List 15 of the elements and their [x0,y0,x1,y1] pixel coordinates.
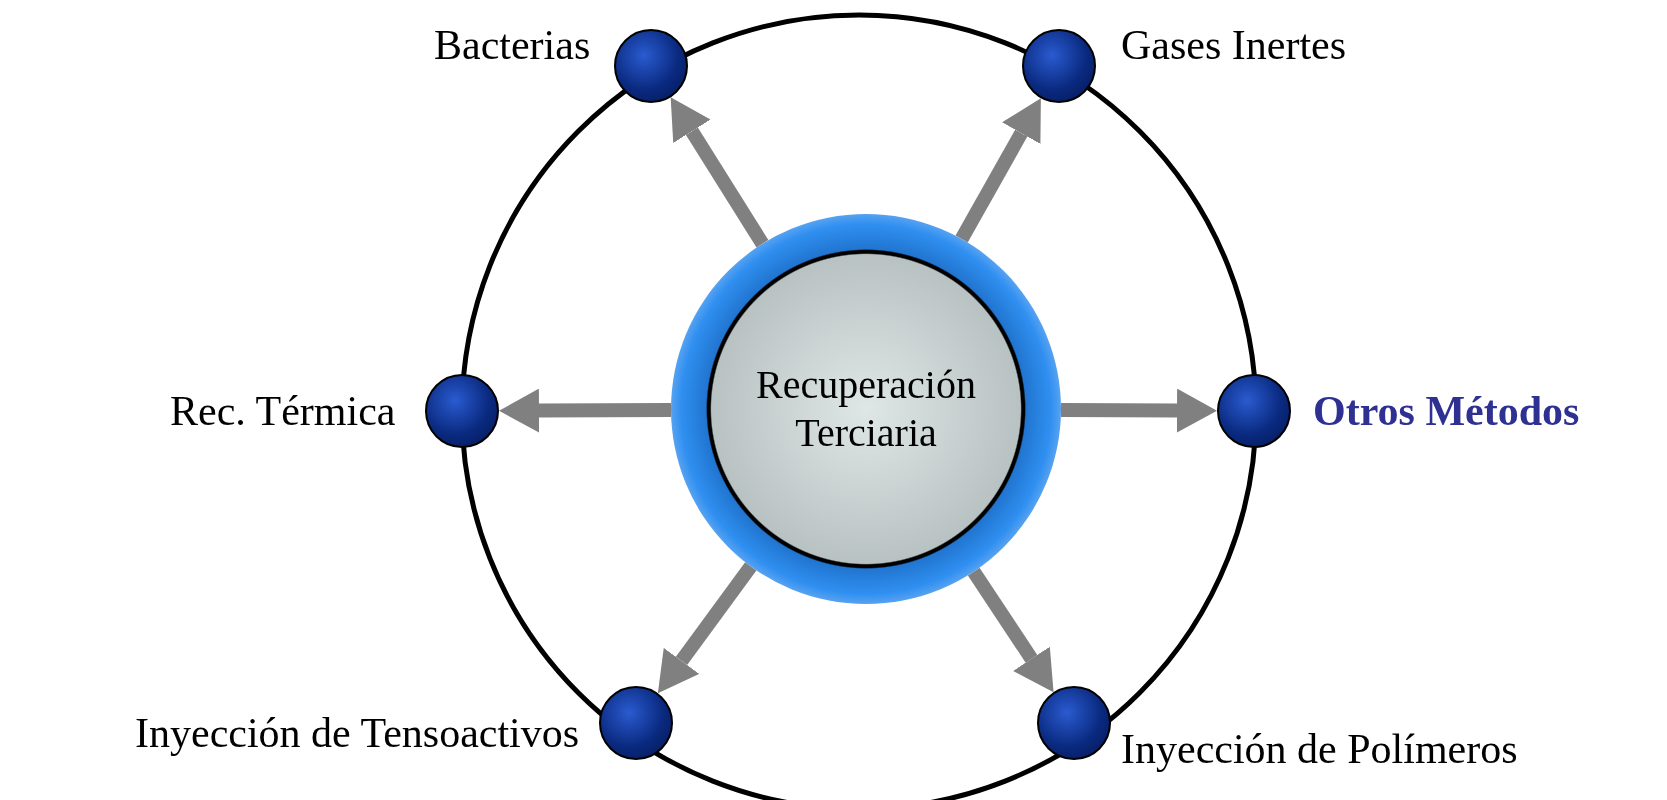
arrow [955,98,1041,243]
arrow [499,388,672,433]
node-label: Bacterias [434,24,591,66]
node-label: Inyección de Tensoactivos [135,712,580,754]
arrow [670,97,769,248]
node-label: Recuperación Terciaria [755,361,977,457]
node-label: Inyección de Polímeros [1121,728,1518,770]
node-label: Rec. Térmica [170,390,396,432]
node-label: Gases Inertes [1121,24,1347,66]
arrow [1060,388,1217,433]
node-dot [599,686,673,760]
node-label: Otros Métodos [1313,390,1580,432]
arrow [657,562,757,694]
arrow [967,567,1054,693]
node-dot [1022,29,1096,103]
